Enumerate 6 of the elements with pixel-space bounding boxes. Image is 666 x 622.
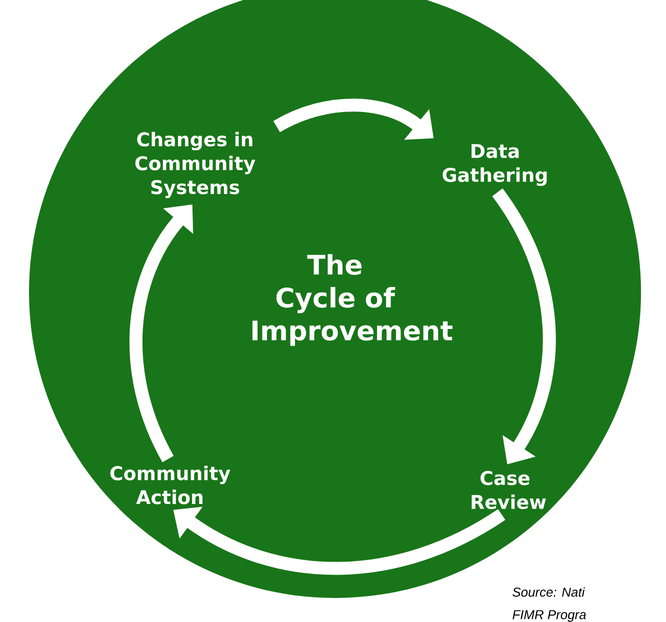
stage-label: Case Review (472, 470, 546, 510)
source-note: Source: Nati (512, 587, 585, 597)
stage-label: Community Action (110, 466, 230, 504)
stage-label: Data Gathering (442, 144, 547, 186)
stage-label: Changes in Community Systems (135, 132, 256, 198)
source-note: FIMR Progra (512, 610, 586, 622)
